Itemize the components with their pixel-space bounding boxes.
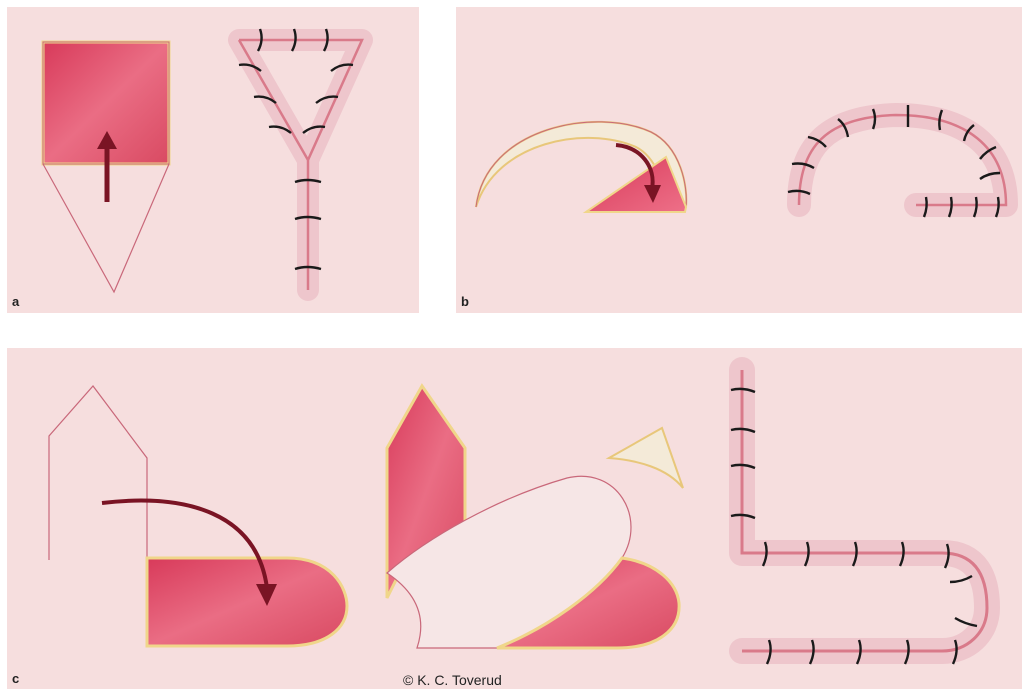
panel-b-diagram [456,7,1022,313]
panel-a-diagram [7,7,419,313]
panel-label-a: a [12,294,19,309]
sutured-wound-y [239,40,362,290]
excised-triangle [609,428,683,488]
panel-c: c [7,348,1022,689]
panel-b: b [456,7,1022,313]
panel-a: a [7,7,419,313]
suture-stitches [731,389,977,664]
panel-c-diagram [7,348,1022,689]
wound-rounded [147,558,347,646]
sutured-wound-s [742,370,987,651]
copyright-text: © K. C. Toverud [403,672,502,688]
panel-label-b: b [461,294,469,309]
flap-outline [49,386,147,560]
panel-label-c: c [12,671,19,686]
sutured-wound-curve [799,115,1006,205]
